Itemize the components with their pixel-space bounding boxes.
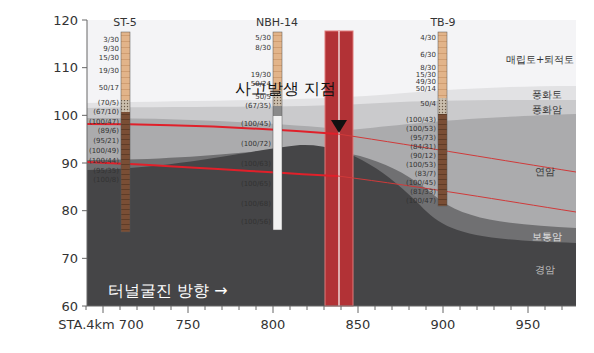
spt-value: 15/30 xyxy=(416,72,436,79)
axis-label: 900 xyxy=(431,318,456,331)
accident-zone xyxy=(325,31,353,306)
spt-value: (100/49) xyxy=(89,148,119,155)
spt-value: 19/30 xyxy=(99,68,119,75)
tunnel-invert-planned xyxy=(338,176,576,212)
axis-label: 800 xyxy=(261,318,286,331)
spt-value: (83/7) xyxy=(415,171,436,178)
axis-label: 60 xyxy=(61,300,78,313)
spt-value: (95/73) xyxy=(410,135,436,142)
spt-value: (100/8) xyxy=(93,177,119,184)
spt-value: (90/12) xyxy=(410,153,436,160)
layer-name: 풍화토 xyxy=(532,90,562,100)
spt-value: (70/5) xyxy=(98,100,119,107)
axis-label: 100 xyxy=(53,109,78,122)
axis-label: 750 xyxy=(176,318,201,331)
spt-value: 15/30 xyxy=(99,55,119,62)
spt-value: (100/68) xyxy=(241,201,271,208)
spt-value: 50/24 xyxy=(251,81,271,88)
spt-value: 8/30 xyxy=(255,45,271,52)
axis-label: 850 xyxy=(346,318,371,331)
spt-value: (100/47) xyxy=(406,198,436,205)
spt-value: 5/30 xyxy=(255,35,271,42)
axis-frame xyxy=(87,20,576,306)
annotation: 사고발생 지점 xyxy=(235,81,336,97)
spt-value: (95/35) xyxy=(93,168,119,175)
spt-value: (100/53) xyxy=(406,162,436,169)
spt-value: (100/53) xyxy=(406,126,436,133)
spt-value: (100/72) xyxy=(241,141,271,148)
axis-label: 120 xyxy=(53,14,78,27)
layer-name: 연암 xyxy=(535,167,555,177)
layer-name: 보통암 xyxy=(532,232,562,242)
borehole-tb9 xyxy=(438,32,447,206)
spt-value: (81/33) xyxy=(410,189,436,196)
axis-ticks xyxy=(82,20,562,313)
borehole-st5 xyxy=(121,32,130,232)
spt-value: 3/30 xyxy=(103,37,119,44)
spt-value: (100/44) xyxy=(89,158,119,165)
spt-value: (100/65) xyxy=(241,181,271,188)
spt-value: (100/47) xyxy=(89,119,119,126)
accident-centerline xyxy=(338,31,339,306)
spt-value: 50/4 xyxy=(420,101,436,108)
axis-label: 950 xyxy=(516,318,541,331)
spt-value: (100/45) xyxy=(406,180,436,187)
axis-label: 110 xyxy=(53,61,78,74)
spt-value: 49/30 xyxy=(416,79,436,86)
borehole-name: TB-9 xyxy=(430,17,455,28)
axis-label: 80 xyxy=(61,204,78,217)
layer-name: 풍화암 xyxy=(532,105,562,115)
axis-label: 90 xyxy=(61,157,78,170)
spt-value: 50/5 xyxy=(255,94,271,101)
spt-value: (89/6) xyxy=(98,128,119,135)
spt-value: 50/14 xyxy=(416,86,436,93)
spt-value: 9/30 xyxy=(103,46,119,53)
spt-value: (95/21) xyxy=(93,138,119,145)
spt-value: 50/17 xyxy=(99,85,119,92)
borehole-nbh14 xyxy=(273,32,282,230)
spt-value: (100/56) xyxy=(241,219,271,226)
accident-marker xyxy=(331,120,347,133)
spt-value: (100/43) xyxy=(406,117,436,124)
spt-value: 8/30 xyxy=(420,65,436,72)
spt-value: (67/10) xyxy=(93,109,119,116)
spt-value: (100/63) xyxy=(241,161,271,168)
borehole-name: ST-5 xyxy=(113,17,137,28)
spt-value: (67/35) xyxy=(245,103,271,110)
borehole-name: NBH-14 xyxy=(256,17,298,28)
spt-value: 4/30 xyxy=(420,35,436,42)
fill-layer xyxy=(87,20,576,306)
spt-value: 19/30 xyxy=(251,72,271,79)
layer-name: 매립토+퇴적토 xyxy=(506,55,574,65)
spt-value: (84/31) xyxy=(410,144,436,151)
spt-value: 6/30 xyxy=(420,52,436,59)
axis-label: STA.4km 700 xyxy=(58,318,143,331)
spt-value: (100/45) xyxy=(241,121,271,128)
layer-name: 경암 xyxy=(535,265,555,275)
axis-label: 70 xyxy=(61,252,78,265)
annotation: 터널굴진 방향 → xyxy=(108,283,228,299)
